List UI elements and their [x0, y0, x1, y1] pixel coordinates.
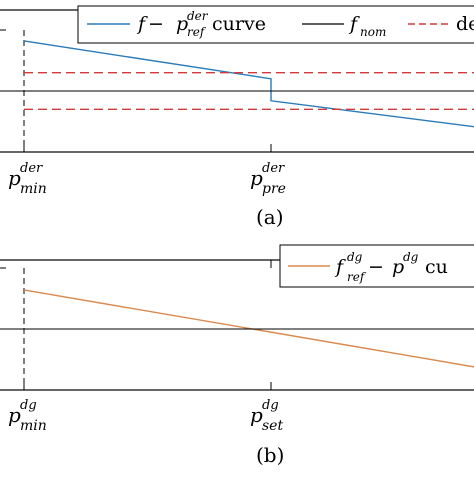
- xtick-b-1-base: p: [250, 403, 263, 427]
- legend-label-a-1: f nom: [348, 13, 386, 39]
- legend-label-b-0: f dg ref − p dg cu: [334, 250, 448, 284]
- series-line-a-0: [23, 40, 474, 128]
- svg-text:dg: dg: [347, 250, 363, 264]
- xtick-b-0-base: p: [8, 403, 21, 427]
- xtick-a-1-sup: der: [262, 161, 285, 176]
- svg-text:−: −: [148, 13, 164, 35]
- xtick-b-0-sub: min: [20, 418, 47, 434]
- series-group-a: [0, 40, 474, 128]
- legend-label-a-2: de: [456, 13, 474, 35]
- svg-text:p: p: [176, 13, 188, 35]
- panel-label-b: (b): [256, 443, 284, 467]
- xtick-a-1-base: p: [250, 166, 263, 190]
- panel-b: p dg min p dg set (b) f dg ref − p dg cu: [0, 244, 474, 467]
- panel-label-a: (a): [256, 205, 284, 229]
- xtick-a-0-sup: der: [20, 161, 43, 176]
- xtick-b-0-sup: dg: [20, 398, 37, 413]
- xtick-label-b-0: p dg min: [8, 398, 47, 434]
- xtick-a-0-base: p: [8, 166, 21, 190]
- legend-label-a-0: f − p der ref curve: [136, 9, 266, 39]
- legend-b: f dg ref − p dg cu: [279, 244, 474, 288]
- xtick-a-1-sub: pre: [262, 181, 286, 197]
- svg-text:nom: nom: [360, 25, 386, 39]
- xtick-label-a-1: p der pre: [250, 161, 286, 197]
- svg-text:ref: ref: [347, 270, 367, 284]
- svg-text:ref: ref: [187, 25, 207, 39]
- panel-a: p der min p der pre (a) f − p der ref cu…: [0, 5, 474, 229]
- xtick-a-0-sub: min: [20, 181, 47, 197]
- axes-box-b: [0, 259, 474, 391]
- xtick-label-b-1: p dg set: [250, 398, 283, 434]
- svg-text:−: −: [368, 256, 384, 278]
- series-group-b: [0, 289, 474, 368]
- xtick-b-1-sub: set: [262, 418, 283, 434]
- svg-text:f: f: [334, 256, 346, 278]
- svg-text:dg: dg: [403, 250, 419, 264]
- legend-a: f − p der ref curve f nom de: [77, 5, 474, 44]
- xtick-label-a-0: p der min: [8, 161, 47, 197]
- svg-text:f: f: [136, 13, 148, 35]
- svg-text:der: der: [187, 9, 209, 23]
- svg-text:f: f: [348, 13, 360, 35]
- svg-text:cu: cu: [425, 256, 448, 278]
- svg-text:p: p: [392, 256, 404, 278]
- xtick-b-1-sup: dg: [262, 398, 279, 413]
- svg-text:curve: curve: [212, 13, 266, 35]
